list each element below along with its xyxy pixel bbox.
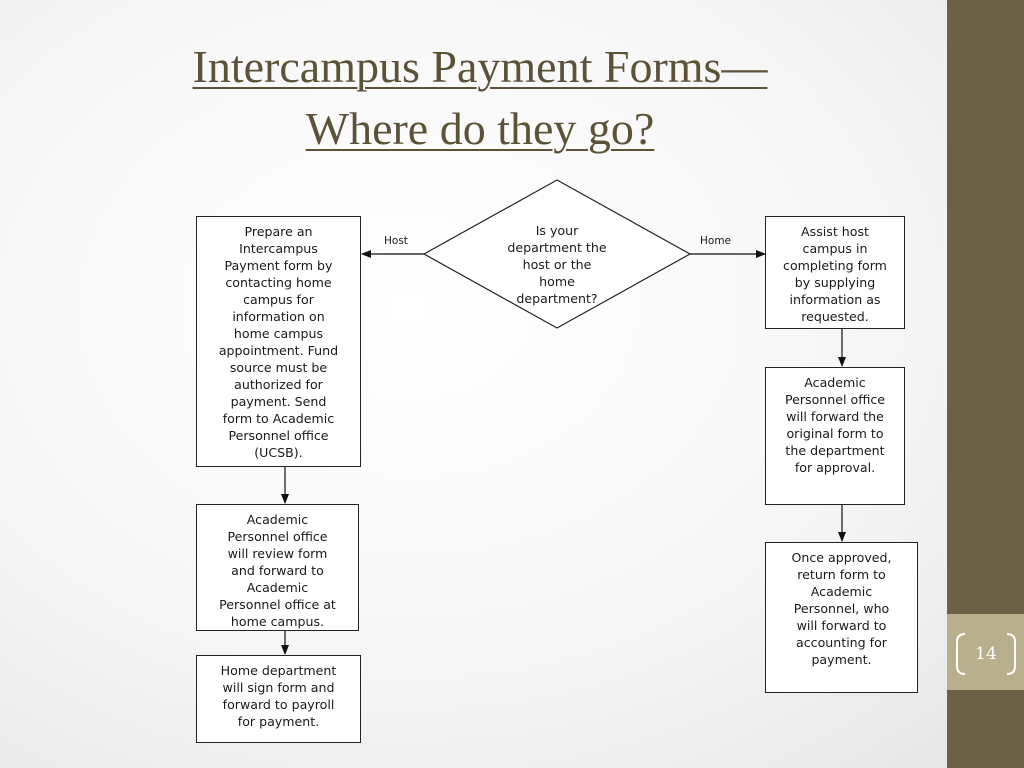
host-step-3-box: Home department will sign form and forwa… bbox=[196, 655, 361, 743]
home-step-1-box: Assist host campus in completing form by… bbox=[765, 216, 905, 329]
title-line-1: Intercampus Payment Forms— bbox=[192, 41, 768, 92]
edge-label-home: Home bbox=[700, 235, 732, 247]
decision-question: Is your department the host or the home … bbox=[507, 223, 607, 306]
host-step-2-box: Academic Personnel office will review fo… bbox=[196, 504, 359, 631]
host-step-1-box: Prepare an Intercampus Payment form by c… bbox=[196, 216, 361, 467]
page-number-tab bbox=[947, 614, 1024, 690]
title-line-2: Where do they go? bbox=[305, 103, 655, 154]
home-step-3-box: Once approved, return form to Academic P… bbox=[765, 542, 918, 693]
page-number: 14 bbox=[975, 644, 997, 664]
edge-label-host: Host bbox=[384, 235, 408, 247]
flowchart-connectors bbox=[281, 179, 846, 655]
slide-title: Intercampus Payment Forms— Where do they… bbox=[90, 36, 870, 160]
decision-diamond bbox=[422, 179, 692, 329]
page-number-bracket-icon bbox=[956, 633, 1016, 675]
home-step-2-box: Academic Personnel office will forward t… bbox=[765, 367, 905, 505]
